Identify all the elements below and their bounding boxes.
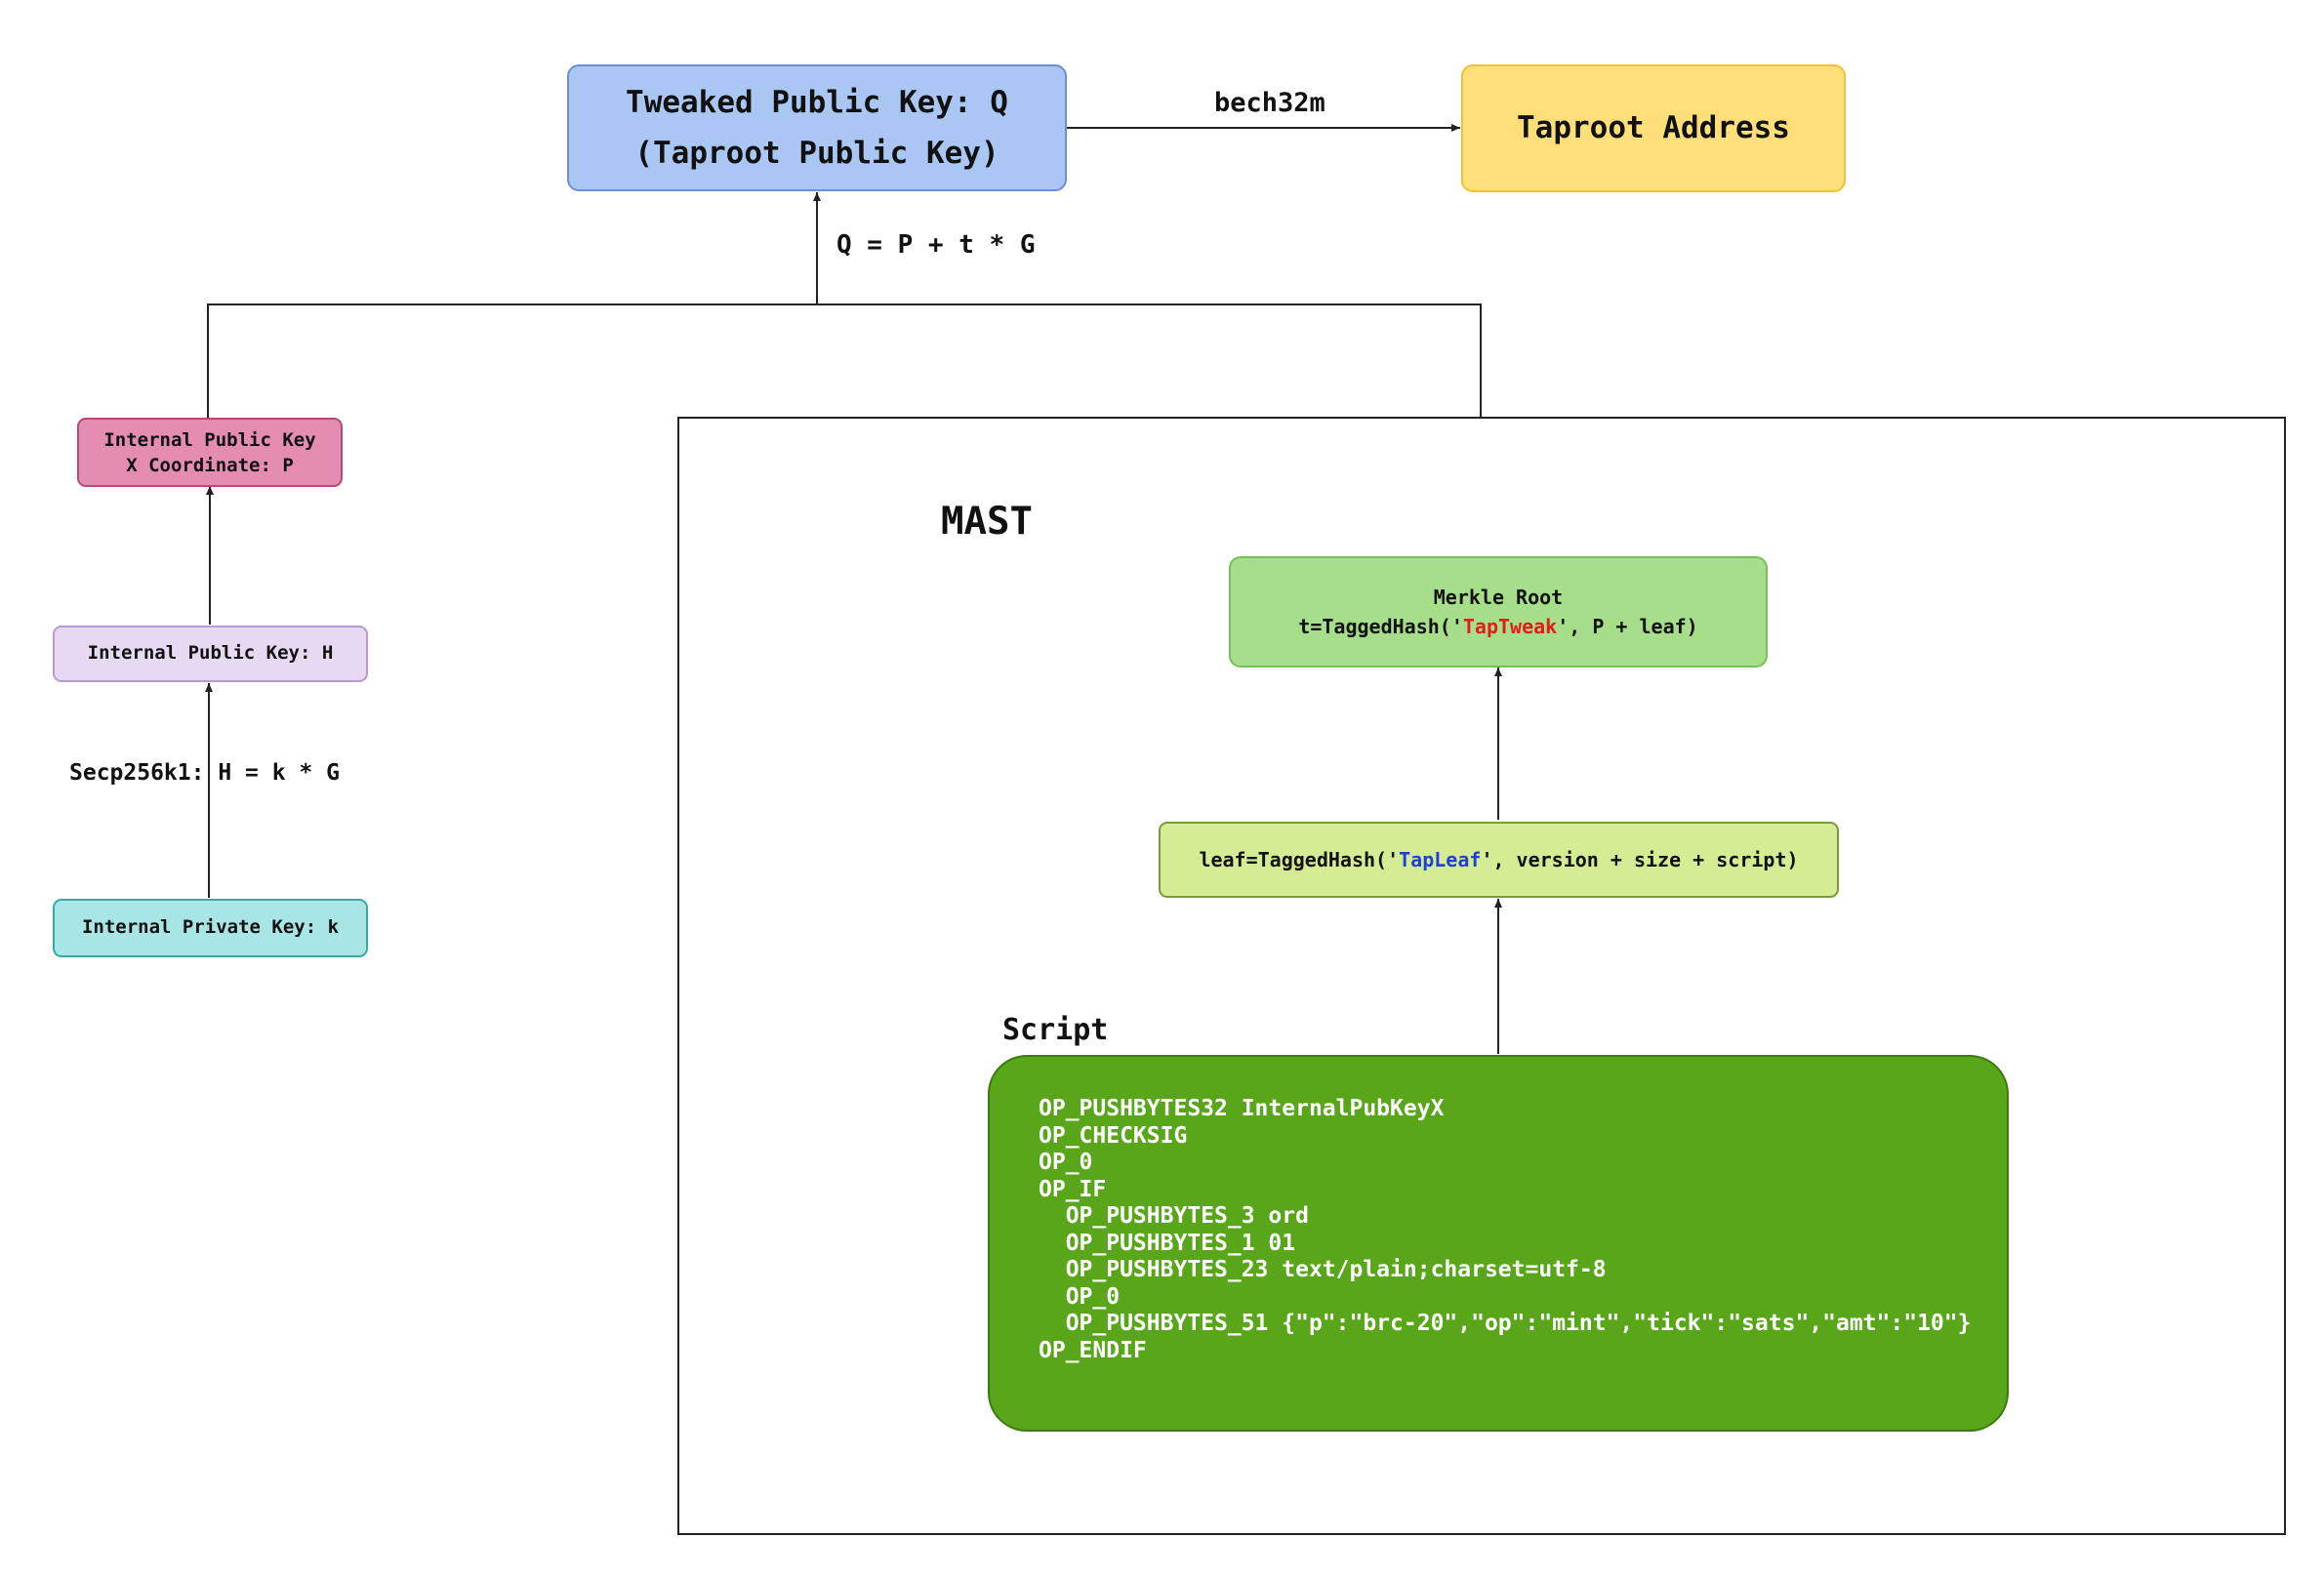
- tweaked-public-key-node: Tweaked Public Key: Q (Taproot Public Ke…: [567, 64, 1067, 191]
- script-code: OP_PUSHBYTES32 InternalPubKeyX OP_CHECKS…: [1039, 1096, 1972, 1363]
- merkle-root-node: Merkle Root t=TaggedHash('TapTweak', P +…: [1229, 556, 1768, 668]
- merkle-root-title: Merkle Root: [1433, 586, 1564, 609]
- tapleaf-tag: TapLeaf: [1399, 847, 1482, 871]
- mast-title: MAST: [941, 500, 1033, 544]
- merkle-formula-prefix: t=TaggedHash(': [1298, 615, 1463, 638]
- leaf-formula-suffix: ', version + size + script): [1481, 847, 1799, 871]
- secp256k1-formula-label: Secp256k1: H = k * G: [69, 760, 340, 786]
- taproot-address-node: Taproot Address: [1461, 64, 1846, 192]
- script-node: OP_PUSHBYTES32 InternalPubKeyX OP_CHECKS…: [988, 1055, 2009, 1432]
- leaf-formula: leaf=TaggedHash('TapLeaf', version + siz…: [1199, 846, 1798, 874]
- leaf-node: leaf=TaggedHash('TapLeaf', version + siz…: [1159, 822, 1839, 898]
- mast-frame: [677, 417, 2286, 1535]
- taptweak-tag: TapTweak: [1462, 615, 1558, 638]
- tweaked-key-subtitle: (Taproot Public Key): [634, 136, 999, 171]
- bech32m-label: bech32m: [1214, 88, 1325, 118]
- internal-pubkey-x-line1: Internal Public Key: [103, 428, 316, 451]
- internal-privkey-label: Internal Private Key: k: [81, 916, 340, 939]
- tweaked-key-title: Tweaked Public Key: Q: [626, 85, 1008, 120]
- internal-pubkey-label: Internal Public Key: H: [87, 642, 334, 665]
- merkle-root-formula: t=TaggedHash('TapTweak', P + leaf): [1298, 612, 1697, 641]
- merkle-formula-suffix: ', P + leaf): [1557, 615, 1698, 638]
- taproot-address-label: Taproot Address: [1517, 110, 1790, 146]
- tweak-formula-label: Q = P + t * G: [836, 230, 1036, 260]
- internal-privkey-node: Internal Private Key: k: [53, 899, 368, 957]
- script-title: Script: [1002, 1013, 1109, 1047]
- leaf-formula-prefix: leaf=TaggedHash(': [1199, 847, 1400, 871]
- tweak-bus-line: [207, 303, 1482, 418]
- internal-pubkey-node: Internal Public Key: H: [53, 626, 368, 682]
- internal-pubkey-x-node: Internal Public Key X Coordinate: P: [77, 418, 343, 487]
- internal-pubkey-x-line2: X Coordinate: P: [126, 454, 294, 476]
